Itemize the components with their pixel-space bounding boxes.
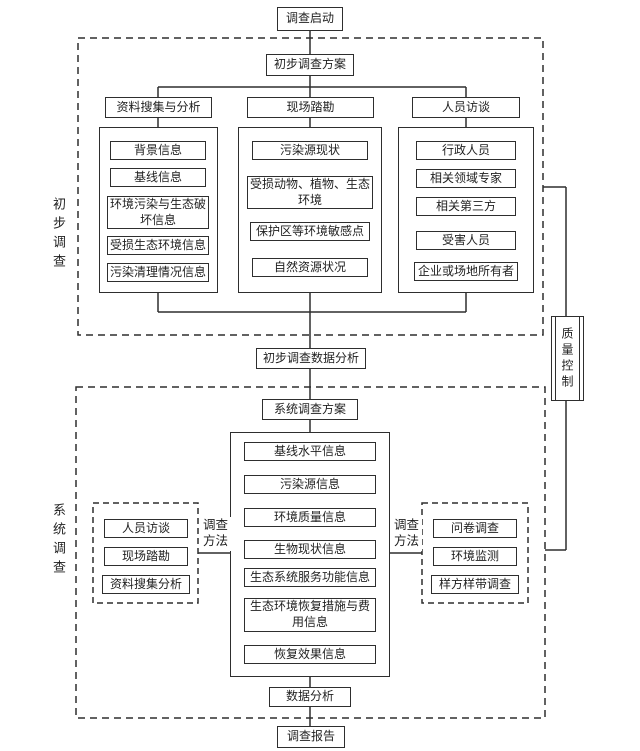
method-data-collection-analysis: 资料搜集分析 <box>102 575 190 594</box>
item-natural-resources: 自然资源状况 <box>252 258 368 277</box>
item-domain-experts: 相关领域专家 <box>416 169 516 188</box>
report-node: 调查报告 <box>277 726 345 748</box>
item-pollution-source-info: 污染源信息 <box>244 475 376 494</box>
preliminary-plan-node: 初步调查方案 <box>266 54 354 76</box>
item-sensitive-sites: 保护区等环境敏感点 <box>250 222 370 241</box>
item-damaged-environment-info: 受损生态环境信息 <box>107 236 209 255</box>
item-biological-status-info: 生物现状信息 <box>244 540 376 559</box>
start-node: 调查启动 <box>277 7 343 31</box>
method-env-monitoring: 环境监测 <box>433 547 517 566</box>
item-baseline-info: 基线信息 <box>110 168 206 187</box>
system-phase-label: 系统调查 <box>51 503 66 579</box>
left-methods-label: 调查方法 <box>200 517 231 551</box>
group-frame-system-info <box>230 432 390 677</box>
method-interviews: 人员访谈 <box>104 519 188 538</box>
item-restoration-measures-cost-info: 生态环境恢复措施与费用信息 <box>244 598 376 632</box>
item-baseline-level-info: 基线水平信息 <box>244 442 376 461</box>
column-header-site-survey: 现场踏勘 <box>247 97 374 118</box>
quality-control-node: 质量控制 <box>551 316 584 401</box>
method-site-survey: 现场踏勘 <box>104 547 188 566</box>
group-frame-interviews <box>398 127 534 293</box>
item-third-parties: 相关第三方 <box>416 197 516 216</box>
system-plan-node: 系统调查方案 <box>262 399 358 420</box>
group-frame-site-survey <box>238 127 382 293</box>
item-pollution-damage-info: 环境污染与生态破坏信息 <box>107 196 209 229</box>
group-frame-data-collection <box>99 127 218 293</box>
preliminary-phase-label: 初步调查 <box>51 197 66 273</box>
item-administrative-staff: 行政人员 <box>416 141 516 160</box>
item-pollution-source-status: 污染源现状 <box>252 141 368 160</box>
item-ecosystem-services-info: 生态系统服务功能信息 <box>244 568 376 587</box>
item-restoration-effect-info: 恢复效果信息 <box>244 645 376 664</box>
item-damaged-flora-fauna: 受损动物、植物、生态环境 <box>247 176 373 209</box>
item-background-info: 背景信息 <box>110 141 206 160</box>
preliminary-data-analysis-node: 初步调查数据分析 <box>256 348 366 369</box>
column-header-data-collection: 资料搜集与分析 <box>105 97 212 118</box>
method-questionnaire: 问卷调查 <box>433 519 517 538</box>
item-environment-quality-info: 环境质量信息 <box>244 508 376 527</box>
column-header-interviews: 人员访谈 <box>412 97 520 118</box>
item-cleanup-status-info: 污染清理情况信息 <box>107 263 209 282</box>
quality-control-label: 质量控制 <box>555 317 580 400</box>
item-victims: 受害人员 <box>416 231 516 250</box>
data-analysis-node: 数据分析 <box>269 687 351 707</box>
method-quadrat-transect: 样方样带调查 <box>431 575 519 594</box>
right-methods-label: 调查方法 <box>391 517 422 551</box>
item-site-owners: 企业或场地所有者 <box>414 262 518 281</box>
